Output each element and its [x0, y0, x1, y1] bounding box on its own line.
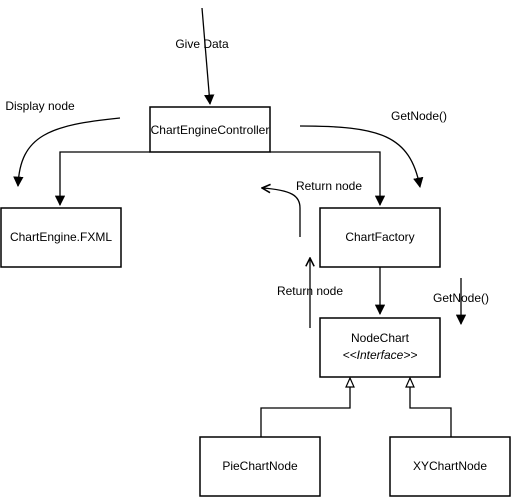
- controller-to-fxml-connector: [54, 151, 150, 207]
- chart-factory-label: ChartFactory: [345, 230, 414, 244]
- chart-engine-fxml-label: ChartEngine.FXML: [10, 230, 112, 244]
- pie-chart-node-label: PieChartNode: [222, 459, 298, 473]
- getnode-top-label: GetNode(): [391, 109, 447, 123]
- xy-chart-node-box: XYChartNode: [389, 436, 511, 497]
- chart-factory-box: ChartFactory: [319, 207, 441, 268]
- getnode-top-arrow: [299, 125, 424, 189]
- chart-engine-fxml-box: ChartEngine.FXML: [0, 207, 122, 268]
- xy-inheritance-connector: [409, 380, 452, 437]
- give-data-arrow: [201, 7, 215, 106]
- return-node-mid-label: Return node: [277, 284, 343, 298]
- pie-inheritance-triangle-icon: [345, 376, 355, 388]
- xy-inheritance-triangle-icon: [405, 376, 415, 388]
- return-node-top-label: Return node: [296, 179, 362, 193]
- chart-engine-controller-box: ChartEngineController: [149, 106, 271, 153]
- nodechart-interface-box: NodeChart <<Interface>>: [319, 317, 441, 378]
- xy-chart-node-label: XYChartNode: [413, 459, 487, 473]
- pie-chart-node-box: PieChartNode: [199, 436, 321, 497]
- pie-inheritance-connector: [260, 380, 351, 437]
- nodechart-stereotype: <<Interface>>: [343, 348, 418, 362]
- return-node-top-arrow: [262, 188, 301, 237]
- nodechart-label: NodeChart: [351, 331, 410, 345]
- chart-engine-controller-label: ChartEngineController: [151, 123, 270, 137]
- controller-to-factory-connector: [270, 151, 386, 207]
- display-node-label: Display node: [5, 99, 75, 113]
- give-data-label: Give Data: [175, 37, 229, 51]
- display-node-arrow: [13, 117, 121, 188]
- getnode-mid-label: GetNode(): [433, 291, 489, 305]
